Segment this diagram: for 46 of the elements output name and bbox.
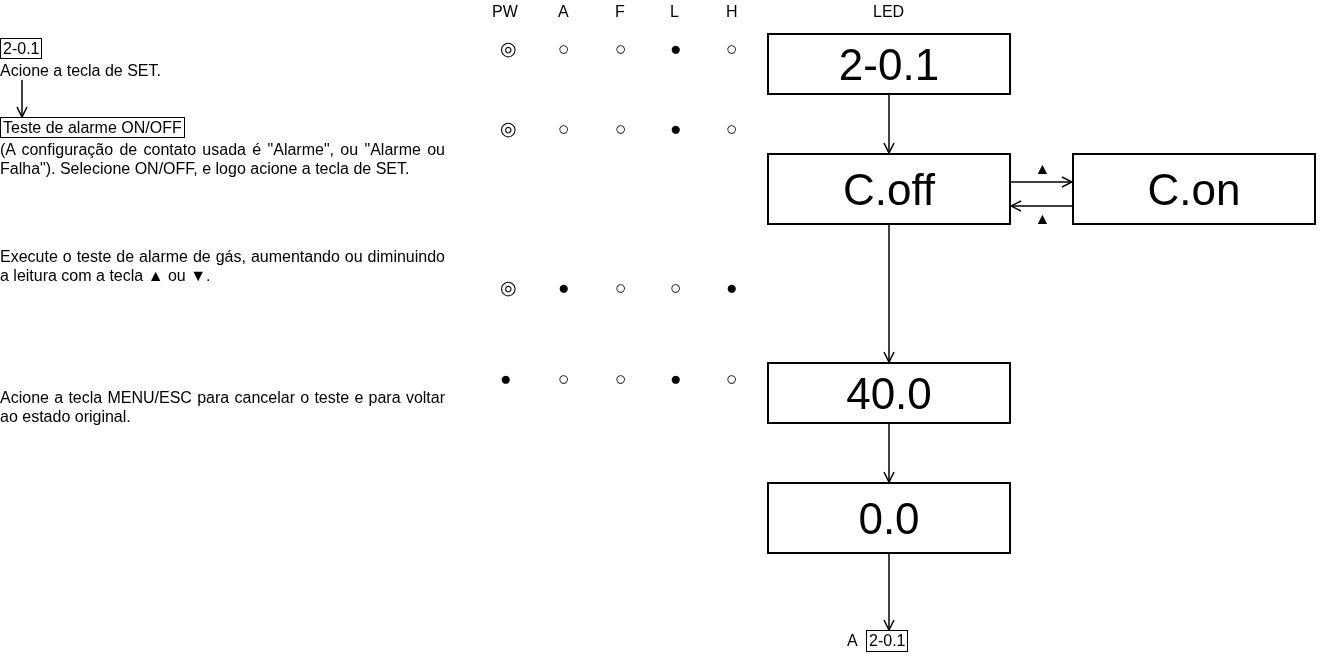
indicator-lamp: ○ (558, 38, 570, 60)
step-code: 2-0.1 (866, 630, 909, 652)
arrow (883, 94, 895, 154)
indicator-lamp: ○ (726, 118, 738, 140)
arrow (883, 423, 895, 483)
indicator-lamp: ○ (615, 368, 627, 390)
indicator-lamp: ○ (615, 38, 627, 60)
indicator-lamp: ● (670, 368, 682, 390)
arrow (16, 79, 28, 118)
indicator-lamp: ○ (670, 277, 682, 299)
arrow (1010, 176, 1073, 188)
indicator-lamp: ○ (726, 368, 738, 390)
instruction-text: Execute o teste de alarme de gás, aumentando ou diminuindo a leitura com a tecla ▲ ou ▼. (0, 247, 445, 285)
arrow (1010, 200, 1073, 212)
indicator-lamp: ● (726, 277, 738, 299)
column-header: H (726, 2, 738, 21)
arrow (883, 224, 895, 363)
display-box: 0.0 (767, 482, 1011, 554)
indicator-lamp: ● (670, 38, 682, 60)
column-header: PW (492, 2, 518, 21)
prefix-text: A (847, 631, 858, 651)
instruction-text: (A configuração de contato usada é "Alarme", ou "Alarme ou Falha"). Selecione ON/OFF, e logo acione a tecla de SET. (0, 140, 445, 178)
instruction-text: Acione a tecla de SET. (0, 61, 162, 80)
display-box: 40.0 (767, 362, 1011, 424)
indicator-lamp: ◎ (500, 118, 517, 140)
step-code: Teste de alarme ON/OFF (0, 117, 185, 138)
indicator-lamp: ◎ (500, 38, 517, 60)
column-header: LED (873, 2, 905, 21)
display-box: C.off (767, 153, 1011, 225)
instruction-text: Acione a tecla MENU/ESC para cancelar o teste e para voltar ao estado original. (0, 388, 445, 426)
column-header: L (670, 2, 679, 21)
column-header: A (558, 2, 569, 21)
indicator-lamp: ● (558, 277, 570, 299)
indicator-lamp: ○ (726, 38, 738, 60)
arrow (883, 553, 895, 631)
indicator-lamp: ○ (558, 368, 570, 390)
indicator-lamp: ● (670, 118, 682, 140)
indicator-lamp: ○ (615, 118, 627, 140)
indicator-lamp: ● (500, 368, 512, 390)
indicator-lamp: ○ (558, 118, 570, 140)
indicator-lamp: ○ (615, 277, 627, 299)
column-header: F (615, 2, 625, 21)
step-code: 2-0.1 (0, 38, 43, 59)
indicator-lamp: ◎ (500, 277, 517, 299)
display-box: 2-0.1 (767, 33, 1011, 95)
display-box: C.on (1072, 153, 1316, 225)
